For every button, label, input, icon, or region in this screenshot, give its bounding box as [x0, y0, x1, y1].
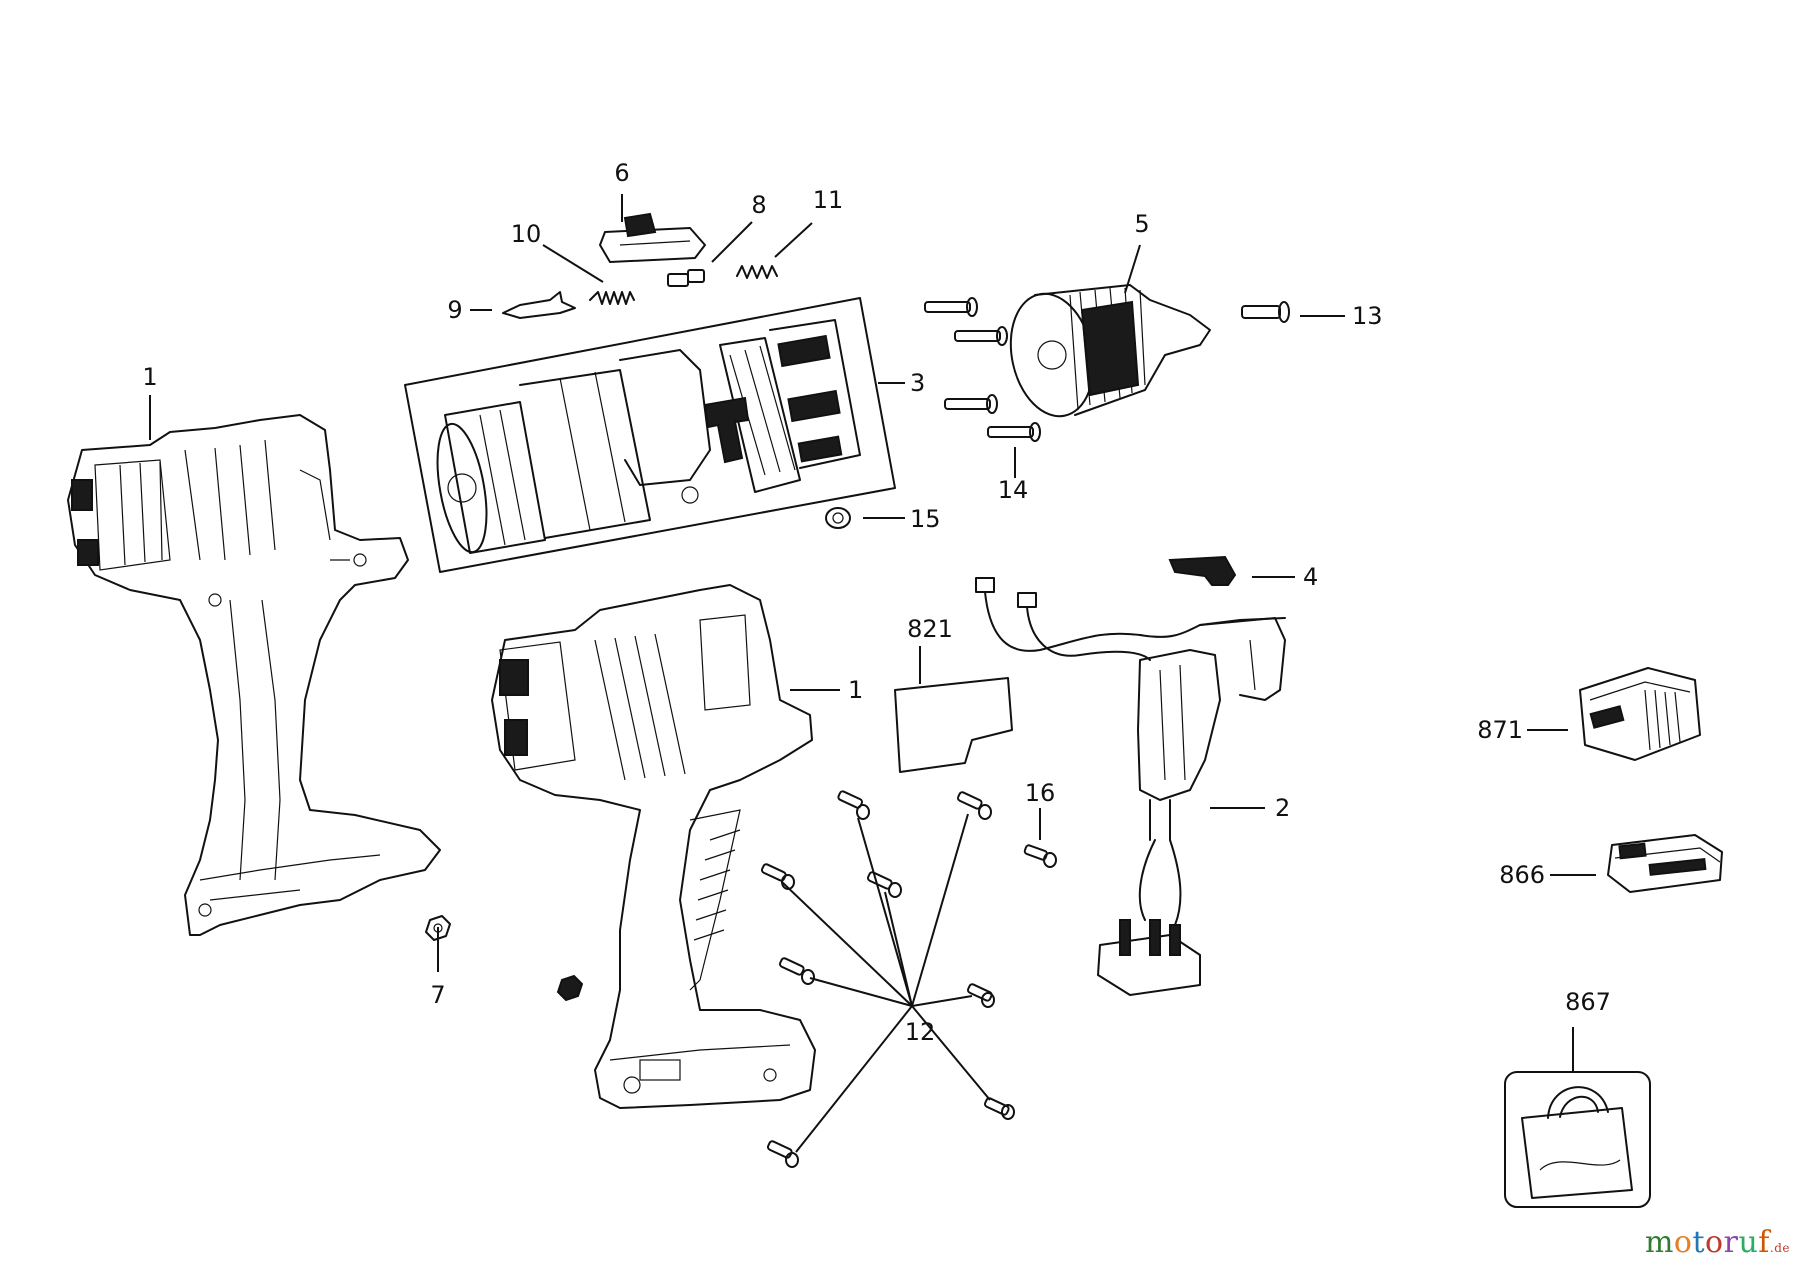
label-8: 8	[751, 191, 766, 219]
part-labels: 1 1 2 3 4 5 6 7 8 9 10 11 12 13 14 15 16…	[142, 159, 1611, 1046]
label-1-left: 1	[142, 363, 157, 391]
label-16: 16	[1025, 779, 1056, 807]
gearbox-motor-assembly[interactable]	[404, 297, 896, 573]
housing-half-right[interactable]	[491, 584, 816, 1109]
label-12: 12	[905, 1018, 936, 1046]
label-plate[interactable]	[894, 677, 1013, 773]
label-13: 13	[1352, 302, 1383, 330]
label-871: 871	[1477, 716, 1523, 744]
label-4: 4	[1303, 563, 1318, 591]
screw-set-12[interactable]	[760, 790, 1015, 1168]
spring-small[interactable]	[589, 291, 635, 305]
label-6: 6	[614, 159, 629, 187]
label-867: 867	[1565, 988, 1611, 1016]
label-5: 5	[1134, 210, 1149, 238]
label-7: 7	[430, 981, 445, 1009]
leader-lines	[149, 194, 1596, 1153]
chuck-screw[interactable]	[1241, 301, 1290, 323]
slider-part[interactable]	[599, 212, 706, 263]
watermark-letter: t	[1692, 1225, 1706, 1260]
watermark-letter: o	[1705, 1225, 1724, 1260]
spring-large[interactable]	[736, 265, 778, 279]
label-15: 15	[910, 505, 941, 533]
label-10: 10	[511, 220, 542, 248]
screw-set-14[interactable]	[924, 297, 1041, 442]
battery-charger[interactable]	[1579, 667, 1701, 761]
label-9: 9	[447, 296, 462, 324]
housing-half-left[interactable]	[67, 414, 441, 936]
washer[interactable]	[825, 507, 851, 529]
watermark-letter: o	[1673, 1225, 1693, 1260]
battery-pack[interactable]	[1607, 834, 1723, 893]
spring-clip[interactable]	[502, 291, 576, 319]
pin-part[interactable]	[667, 269, 705, 287]
watermark-letter: f	[1758, 1225, 1770, 1260]
label-821: 821	[907, 615, 953, 643]
watermark-letter: m	[1644, 1225, 1674, 1260]
label-1-right: 1	[848, 676, 863, 704]
label-14: 14	[998, 476, 1029, 504]
drill-chuck[interactable]	[1000, 284, 1211, 424]
watermark-suffix: .de	[1769, 1241, 1790, 1255]
switch-wiring-assembly[interactable]	[975, 577, 1286, 996]
label-11: 11	[813, 186, 844, 214]
screw-16[interactable]	[1023, 844, 1057, 868]
nut-loose[interactable]	[556, 974, 584, 1002]
label-2: 2	[1275, 794, 1290, 822]
switch-button[interactable]	[1168, 555, 1237, 586]
label-866: 866	[1499, 861, 1545, 889]
storage-bag[interactable]	[1504, 1071, 1651, 1208]
site-watermark-logo: motoruf.de	[1645, 1225, 1790, 1260]
watermark-letter: u	[1738, 1225, 1759, 1260]
label-3: 3	[910, 369, 925, 397]
watermark-letter: r	[1723, 1225, 1739, 1260]
